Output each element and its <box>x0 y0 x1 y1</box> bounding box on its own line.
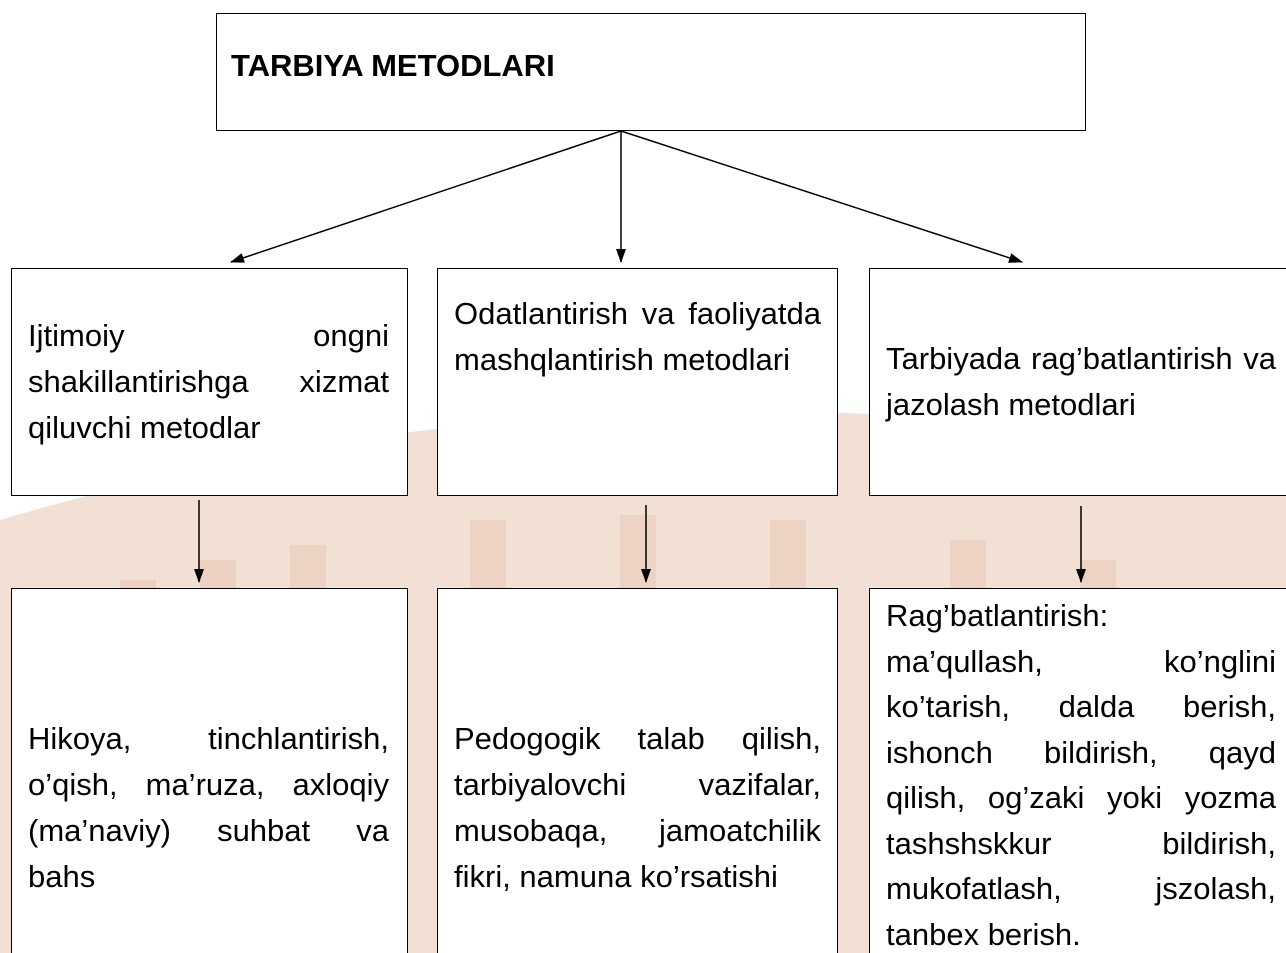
detail-node-encouragement-punishment: Rag’batlantirish: ma’qullash, ko’nglini … <box>869 588 1286 953</box>
root-node: TARBIYA METODLARI <box>216 13 1086 131</box>
root-node-label: TARBIYA METODLARI <box>231 48 555 83</box>
detail-node-text: Hikoya, tinchlantirish, o’qish, ma’ruza,… <box>28 721 389 894</box>
detail-node-habituation: Pedogogik talab qilish, tarbiyalovchi va… <box>437 588 838 953</box>
category-node-label: Ijtimoiy ongni shakillantirishga xizmat … <box>28 318 389 445</box>
category-node-encouragement-punishment: Tarbiyada rag’batlantirish va jazolash m… <box>869 268 1286 496</box>
detail-node-text: ma’qullash, ko’nglini ko’tarish, dalda b… <box>886 643 1276 952</box>
detail-node-social-consciousness: Hikoya, tinchlantirish, o’qish, ma’ruza,… <box>11 588 408 953</box>
category-node-social-consciousness: Ijtimoiy ongni shakillantirishga xizmat … <box>11 268 408 496</box>
category-node-label: Odatlantirish va faoliyatda mashqlantiri… <box>454 296 821 377</box>
category-node-habituation: Odatlantirish va faoliyatda mashqlantiri… <box>437 268 838 496</box>
arrow-root-to-right <box>620 130 1023 263</box>
category-node-label: Tarbiyada rag’batlantirish va jazolash m… <box>886 341 1276 422</box>
arrow-root-to-left <box>230 130 622 263</box>
detail-node-text: Pedogogik talab qilish, tarbiyalovchi va… <box>454 721 821 894</box>
detail-node-heading: Rag’batlantirish: <box>886 598 1109 633</box>
